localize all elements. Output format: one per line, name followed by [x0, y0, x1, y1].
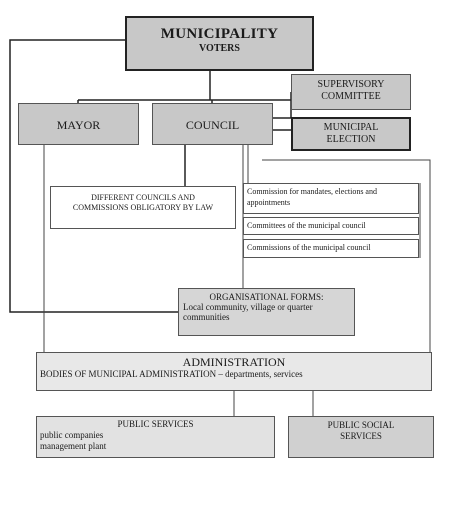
municipal-election-box: MUNICIPAL ELECTION	[291, 117, 411, 151]
public-services-title: PUBLIC SERVICES	[117, 419, 194, 429]
different-councils-box: DIFFERENT COUNCILS AND COMMISSIONS OBLIG…	[50, 186, 236, 229]
public-services-item-2: management plant	[40, 441, 107, 451]
public-services-item-1: public companies	[40, 430, 104, 440]
supervisory-committee-line-2: COMMITTEE	[321, 91, 381, 102]
administration-title: ADMINISTRATION	[182, 355, 286, 369]
committees-council-box: Committees of the municipal council	[243, 217, 419, 235]
municipality-title: MUNICIPALITY	[160, 26, 279, 42]
organisational-forms-box: ORGANISATIONAL FORMS: Local community, v…	[178, 288, 355, 336]
organisational-forms-text: Local community, village or quarter comm…	[183, 302, 313, 322]
council-box: COUNCIL	[152, 103, 273, 145]
municipal-election-line-2: ELECTION	[326, 134, 376, 145]
connector-commissions-right	[262, 159, 431, 352]
different-councils-line-1: DIFFERENT COUNCILS AND	[91, 193, 195, 202]
supervisory-committee-line-1: SUPERVISORY	[317, 79, 385, 90]
organisational-forms-title: ORGANISATIONAL FORMS:	[209, 292, 324, 302]
public-services-box: PUBLIC SERVICES public companies managem…	[36, 416, 275, 458]
supervisory-committee-box: SUPERVISORY COMMITTEE	[291, 74, 411, 110]
municipality-box: MUNICIPALITY VOTERS	[125, 16, 314, 71]
different-councils-line-2: COMMISSIONS OBLIGATORY BY LAW	[72, 203, 214, 212]
administration-box: ADMINISTRATION BODIES OF MUNICIPAL ADMIN…	[36, 352, 432, 391]
mayor-box: MAYOR	[18, 103, 139, 145]
commissions-council-box: Commissions of the municipal council	[243, 239, 419, 258]
public-social-services-line-1: PUBLIC SOCIAL	[327, 420, 395, 430]
administration-subtitle: BODIES OF MUNICIPAL ADMINISTRATION – dep…	[40, 369, 303, 379]
commissions-council-label: Commissions of the municipal council	[247, 243, 371, 252]
committees-council-label: Committees of the municipal council	[247, 221, 366, 230]
commission-mandates-label: Commission for mandates, elections and a…	[247, 187, 377, 207]
municipal-election-line-1: MUNICIPAL	[323, 122, 379, 133]
municipality-subtitle: VOTERS	[199, 43, 240, 54]
commission-mandates-box: Commission for mandates, elections and a…	[243, 183, 419, 214]
public-social-services-box: PUBLIC SOCIAL SERVICES	[288, 416, 434, 458]
public-social-services-line-2: SERVICES	[340, 431, 382, 441]
connector-municipality-org	[9, 39, 178, 313]
mayor-label: MAYOR	[56, 118, 101, 132]
council-label: COUNCIL	[185, 118, 240, 132]
connector-council-supervisory	[273, 92, 292, 119]
